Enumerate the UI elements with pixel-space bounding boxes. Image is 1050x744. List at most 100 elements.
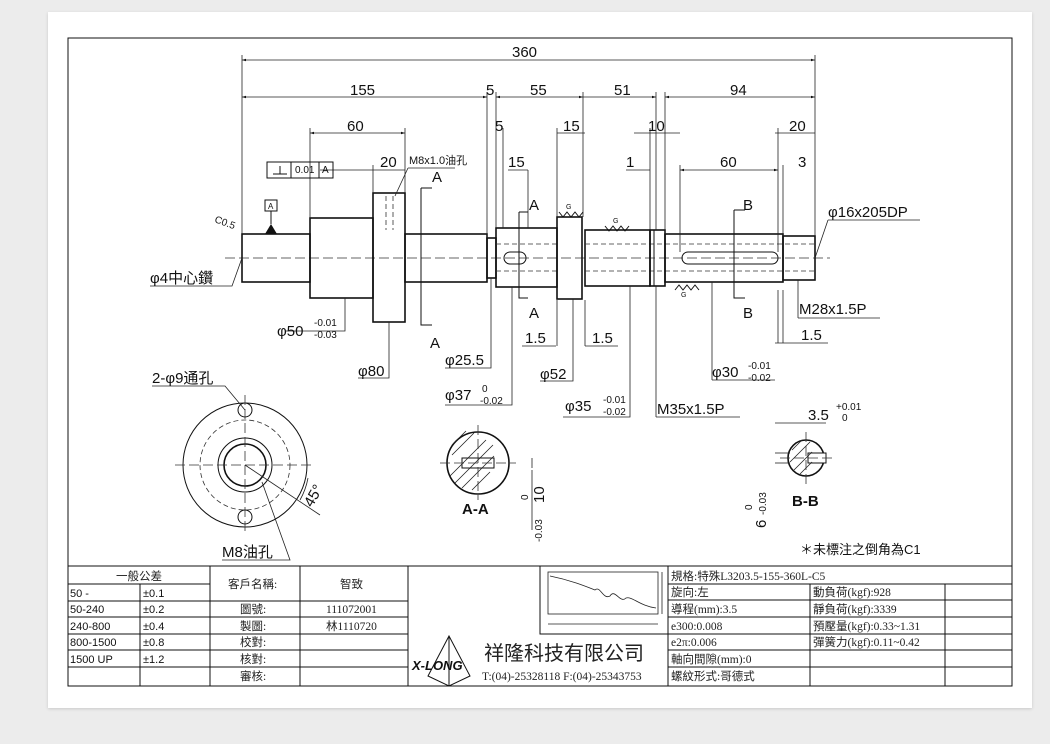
svg-text:6: 6 [753, 520, 770, 528]
company-name: 祥隆科技有限公司 [484, 642, 644, 665]
svg-text:林1110720: 林1110720 [326, 619, 377, 633]
svg-text:G: G [566, 204, 571, 211]
tolerance-range: 800-1500 [70, 637, 117, 649]
tolerance-value: ±0.1 [143, 588, 164, 600]
tolerance-range: 50-240 [70, 604, 104, 616]
svg-text:φ37: φ37 [445, 387, 471, 404]
shaft-side-view [225, 192, 830, 323]
section-a-a: A-A 10 0 -0.03 [440, 425, 548, 542]
svg-text:φ25.5: φ25.5 [445, 352, 484, 369]
spec-item: 軸向間隙(mm):0 [671, 652, 752, 666]
svg-text:111072001: 111072001 [326, 604, 377, 616]
svg-text:0.01: 0.01 [295, 165, 315, 176]
svg-text:94: 94 [730, 82, 747, 99]
svg-text:G: G [613, 218, 618, 225]
svg-text:-0.02: -0.02 [748, 373, 771, 384]
svg-text:A: A [430, 335, 440, 352]
spec-item: 導程(mm):3.5 [671, 602, 737, 616]
svg-text:15: 15 [563, 118, 580, 135]
svg-text:-0.01: -0.01 [748, 361, 771, 372]
svg-text:-0.03: -0.03 [314, 330, 337, 341]
svg-text:0: 0 [520, 494, 531, 500]
svg-text:0: 0 [744, 504, 755, 510]
svg-text:155: 155 [350, 82, 375, 99]
svg-text:A: A [322, 165, 329, 176]
drawing-frame [67, 37, 1013, 687]
svg-text:一般公差: 一般公差 [116, 569, 162, 583]
svg-text:5: 5 [495, 118, 503, 135]
error-curve-thumbnail [547, 571, 663, 625]
tolerance-value: ±1.2 [143, 654, 164, 666]
svg-text:製圖:: 製圖: [240, 619, 266, 633]
svg-text:φ35: φ35 [565, 398, 591, 415]
svg-text:A: A [529, 305, 539, 322]
svg-text:φ16x205DP: φ16x205DP [828, 204, 908, 221]
svg-text:X-LONG: X-LONG [411, 658, 463, 673]
svg-text:φ50: φ50 [277, 323, 303, 340]
svg-text:1: 1 [626, 154, 634, 171]
datum-triangle-icon [265, 224, 277, 234]
svg-text:3: 3 [798, 154, 806, 171]
svg-text:審核:: 審核: [240, 669, 266, 683]
svg-text:-0.01: -0.01 [603, 395, 626, 406]
svg-text:20: 20 [789, 118, 806, 135]
tolerance-range: 240-800 [70, 621, 110, 633]
svg-text:0: 0 [842, 413, 848, 424]
svg-text:B-B: B-B [792, 493, 819, 510]
spec-item: 旋向:左 [671, 585, 709, 599]
svg-text:360: 360 [512, 44, 537, 61]
svg-text:φ30: φ30 [712, 364, 738, 381]
svg-text:0: 0 [482, 384, 488, 395]
dimension-labels: 360 155 5 55 51 94 60 5 15 10 20 20 15 1… [150, 44, 908, 418]
svg-text:1.5: 1.5 [801, 327, 822, 344]
spec-item: 螺紋形式:哥德式 [671, 669, 755, 683]
tolerance-value: ±0.4 [143, 621, 164, 633]
svg-text:M8x1.0油孔: M8x1.0油孔 [409, 153, 467, 167]
grind-symbol-icon [558, 211, 584, 218]
svg-text:M8油孔: M8油孔 [222, 544, 273, 561]
svg-text:10: 10 [648, 118, 665, 135]
svg-text:M35x1.5P: M35x1.5P [657, 401, 725, 418]
svg-text:+0.01: +0.01 [836, 402, 862, 413]
tolerance-range: 50 - [70, 588, 89, 600]
spec-item: 動負荷(kgf):928 [813, 585, 891, 599]
svg-text:A: A [529, 197, 539, 214]
svg-text:55: 55 [530, 82, 547, 99]
svg-text:2-φ9通孔: 2-φ9通孔 [152, 370, 213, 387]
svg-text:客戶名稱:: 客戶名稱: [228, 577, 277, 591]
svg-text:-0.03: -0.03 [758, 492, 769, 515]
svg-text:規格:特殊L3203.5-155-360L-C5: 規格:特殊L3203.5-155-360L-C5 [671, 569, 826, 583]
title-block: 一般公差 50 - ±0.1 50-240 ±0.2 240-800 ±0.4 800-15… [68, 565, 1012, 687]
svg-text:1.5: 1.5 [592, 330, 613, 347]
svg-text:A: A [432, 169, 442, 186]
svg-text:校對:: 校對: [240, 635, 266, 649]
svg-text:B: B [743, 305, 753, 322]
svg-text:φ80: φ80 [358, 363, 384, 380]
tolerance-value: ±0.2 [143, 604, 164, 616]
grind-symbol-icon [604, 225, 630, 232]
svg-text:-0.02: -0.02 [603, 407, 626, 418]
svg-text:45°: 45° [301, 482, 327, 510]
svg-text:51: 51 [614, 82, 631, 99]
svg-text:φ4中心鑽: φ4中心鑽 [150, 270, 213, 287]
spec-item: 彈簧力(kgf):0.11~0.42 [813, 635, 920, 649]
company-logo: X-LONG [411, 634, 471, 687]
perpendicularity-icon [273, 166, 287, 175]
company-contact: T:(04)-25328118 F:(04)-25343753 [482, 671, 642, 683]
svg-text:-0.01: -0.01 [314, 318, 337, 329]
tolerance-range: 1500 UP [70, 654, 113, 666]
svg-text:3.5: 3.5 [808, 407, 829, 424]
svg-text:10: 10 [531, 486, 548, 503]
spec-item: 預壓量(kgf):0.33~1.31 [813, 620, 920, 633]
section-b-b: B-B 3.5 +0.01 0 6 0 -0.03 [744, 402, 862, 528]
svg-text:-0.02: -0.02 [480, 396, 503, 407]
svg-text:5: 5 [486, 82, 494, 99]
svg-text:核對:: 核對: [240, 652, 266, 666]
svg-text:C0.5: C0.5 [213, 214, 237, 232]
svg-text:15: 15 [508, 154, 525, 171]
svg-text:A-A: A-A [462, 501, 489, 518]
svg-text:20: 20 [380, 154, 397, 171]
flange-front-view: 2-φ9通孔 M8油孔 45° [152, 370, 327, 561]
grind-symbol-icon [674, 284, 700, 291]
